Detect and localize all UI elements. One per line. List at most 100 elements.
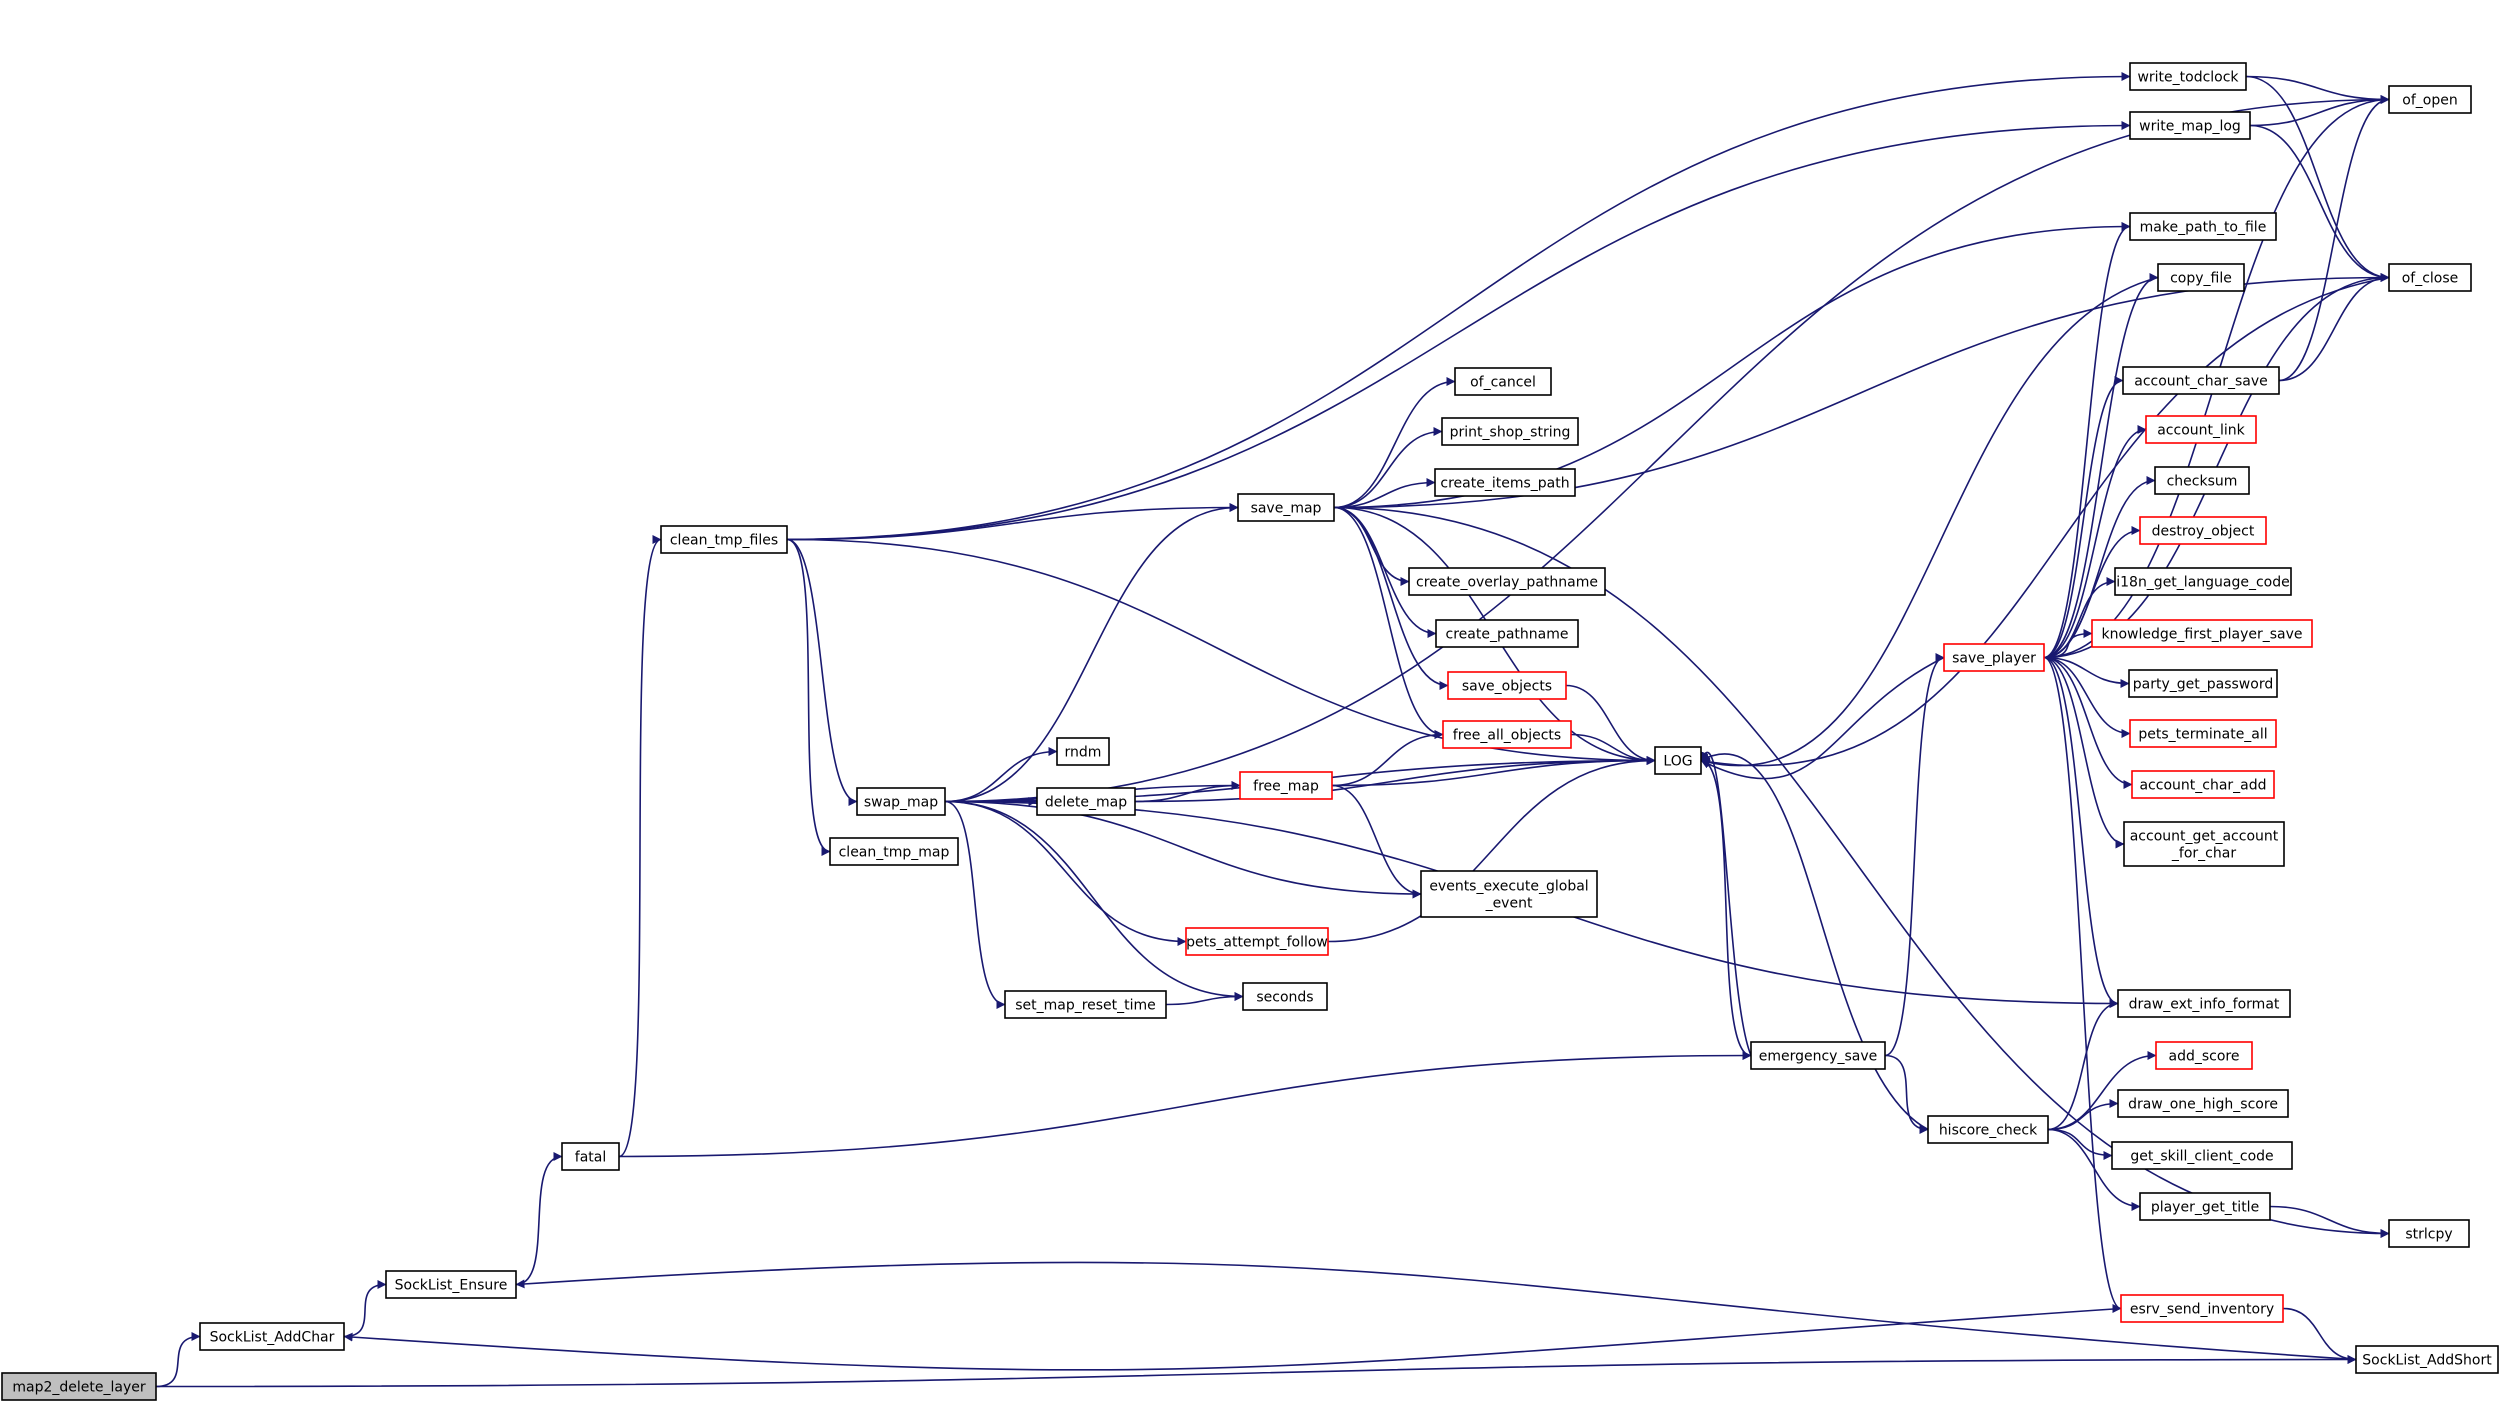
edge-free_map-to-events_execute_global_event (1331, 784, 1422, 899)
node-events-execute-global-event[interactable]: events_execute_global_event (1420, 870, 1598, 918)
node-get-skill-client-code[interactable]: get_skill_client_code (2111, 1141, 2293, 1170)
node-box (2155, 1041, 2253, 1070)
node-i18n-get-language-code[interactable]: i18n_get_language_code (2114, 567, 2292, 596)
node-box (1943, 643, 2045, 672)
node-label: _for_char (2171, 846, 2236, 862)
node-create-pathname[interactable]: create_pathname (1435, 619, 1579, 648)
node-hiscore-check[interactable]: hiscore_check (1927, 1115, 2049, 1144)
edge-save_map-to-make_path_to_file (1333, 222, 2131, 509)
node-free-map[interactable]: free_map (1239, 771, 1333, 800)
node-rndm[interactable]: rndm (1056, 737, 1110, 766)
node-box (1036, 787, 1136, 816)
node-box (660, 525, 788, 554)
node-clean-tmp-files[interactable]: clean_tmp_files (660, 525, 788, 554)
edge-free_all_objects-to-LOG (1570, 733, 1656, 765)
node-box (2091, 619, 2313, 648)
node-save-map[interactable]: save_map (1237, 493, 1335, 522)
node-write-map-log[interactable]: write_map_log (2129, 111, 2251, 140)
node-label: map2_delete_layer (12, 1380, 145, 1396)
node-box (856, 787, 946, 816)
node-save-objects[interactable]: save_objects (1447, 671, 1567, 700)
node-swap-map[interactable]: swap_map (856, 787, 946, 816)
node-checksum[interactable]: checksum (2154, 466, 2250, 495)
node-SockList-AddShort[interactable]: SockList_AddShort (2355, 1345, 2499, 1374)
node-box (2131, 770, 2275, 799)
node-box (2355, 1345, 2499, 1374)
node-box (1239, 771, 1333, 800)
node-destroy-object[interactable]: destroy_object (2139, 516, 2267, 545)
node-add-score[interactable]: add_score (2155, 1041, 2253, 1070)
node-box (2120, 1294, 2284, 1323)
node-label: esrv_send_inventory (2130, 1302, 2274, 1318)
node-draw-ext-info-format[interactable]: draw_ext_info_format (2117, 989, 2291, 1018)
node-box (1004, 990, 1167, 1019)
edge-save_map-to-print_shop_string (1333, 427, 1443, 509)
node-account-link[interactable]: account_link (2145, 415, 2257, 444)
edge-of_close-to-LOG (1700, 276, 2390, 767)
node-box (1056, 737, 1110, 766)
node-LOG[interactable]: LOG (1654, 746, 1702, 775)
edge-free_map-to-LOG (1331, 756, 1656, 787)
node-SockList-AddChar[interactable]: SockList_AddChar (199, 1322, 345, 1351)
edge-swap_map-to-set_map_reset_time (944, 800, 1006, 1009)
node-set-map-reset-time[interactable]: set_map_reset_time (1004, 990, 1167, 1019)
node-label: pets_attempt_follow (1186, 935, 1328, 951)
node-strlcpy[interactable]: strlcpy (2388, 1219, 2470, 1248)
edge-delete_map-to-LOG (1134, 756, 1656, 803)
node-label: get_skill_client_code (2130, 1149, 2273, 1165)
node-create-items-path[interactable]: create_items_path (1434, 468, 1576, 497)
node-esrv-send-inventory[interactable]: esrv_send_inventory (2120, 1294, 2284, 1323)
node-box (1454, 367, 1552, 396)
edge-copy_file-to-LOG (1700, 276, 2159, 768)
node-print-shop-string[interactable]: print_shop_string (1441, 417, 1579, 446)
node-SockList-Ensure[interactable]: SockList_Ensure (385, 1270, 517, 1299)
node-label: events_execute_global (1429, 879, 1588, 895)
node-delete-map[interactable]: delete_map (1036, 787, 1136, 816)
node-of-close[interactable]: of_close (2388, 263, 2472, 292)
node-label: pets_terminate_all (2138, 727, 2267, 743)
node-copy-file[interactable]: copy_file (2157, 263, 2245, 292)
node-pets-terminate-all[interactable]: pets_terminate_all (2129, 719, 2277, 748)
edge-save_map-to-strlcpy (1333, 506, 2390, 1238)
node-label: draw_ext_info_format (2129, 997, 2280, 1013)
node-clean-tmp-map[interactable]: clean_tmp_map (829, 837, 959, 866)
node-player-get-title[interactable]: player_get_title (2139, 1192, 2271, 1221)
node-create-overlay-pathname[interactable]: create_overlay_pathname (1408, 567, 1606, 596)
node-pets-attempt-follow[interactable]: pets_attempt_follow (1185, 927, 1329, 956)
node-account-char-save[interactable]: account_char_save (2122, 366, 2280, 395)
edge-swap_map-to-save_map (944, 503, 1239, 803)
node-make-path-to-file[interactable]: make_path_to_file (2129, 212, 2277, 241)
edge-hiscore_check-to-draw_one_high_score (2047, 1099, 2119, 1131)
node-seconds[interactable]: seconds (1242, 982, 1328, 1011)
node-map2-delete-layer[interactable]: map2_delete_layer (1, 1372, 157, 1401)
node-box (1185, 927, 1329, 956)
node-knowledge-first-player-save[interactable]: knowledge_first_player_save (2091, 619, 2313, 648)
node-label: of_open (2402, 93, 2457, 109)
node-of-cancel[interactable]: of_cancel (1454, 367, 1552, 396)
node-box (1435, 619, 1579, 648)
node-free-all-objects[interactable]: free_all_objects (1442, 720, 1572, 749)
node-label: emergency_save (1759, 1049, 1878, 1065)
edge-SockList_AddShort-to-SockList_Ensure (515, 1261, 2357, 1361)
node-write-todclock[interactable]: write_todclock (2129, 62, 2247, 91)
node-of-open[interactable]: of_open (2388, 85, 2472, 114)
node-box (561, 1142, 620, 1171)
node-box (2157, 263, 2245, 292)
node-label: SockList_AddChar (210, 1330, 335, 1346)
node-label: free_all_objects (1453, 728, 1561, 744)
edge-save_player-to-make_path_to_file (2043, 222, 2131, 659)
edge-free_map-to-free_all_objects (1331, 730, 1444, 787)
edge-write_todclock-to-of_open (2245, 75, 2390, 104)
node-label: add_score (2169, 1049, 2240, 1065)
node-label: rndm (1065, 745, 1102, 761)
node-label: SockList_AddShort (2362, 1353, 2492, 1369)
node-save-player[interactable]: save_player (1943, 643, 2045, 672)
node-emergency-save[interactable]: emergency_save (1750, 1041, 1886, 1070)
node-party-get-password[interactable]: party_get_password (2128, 669, 2278, 698)
node-account-char-add[interactable]: account_char_add (2131, 770, 2275, 799)
node-label: swap_map (864, 795, 938, 811)
node-account-get-account-for-char[interactable]: account_get_account_for_char (2123, 821, 2285, 867)
node-fatal[interactable]: fatal (561, 1142, 620, 1171)
node-draw-one-high-score[interactable]: draw_one_high_score (2117, 1089, 2289, 1118)
